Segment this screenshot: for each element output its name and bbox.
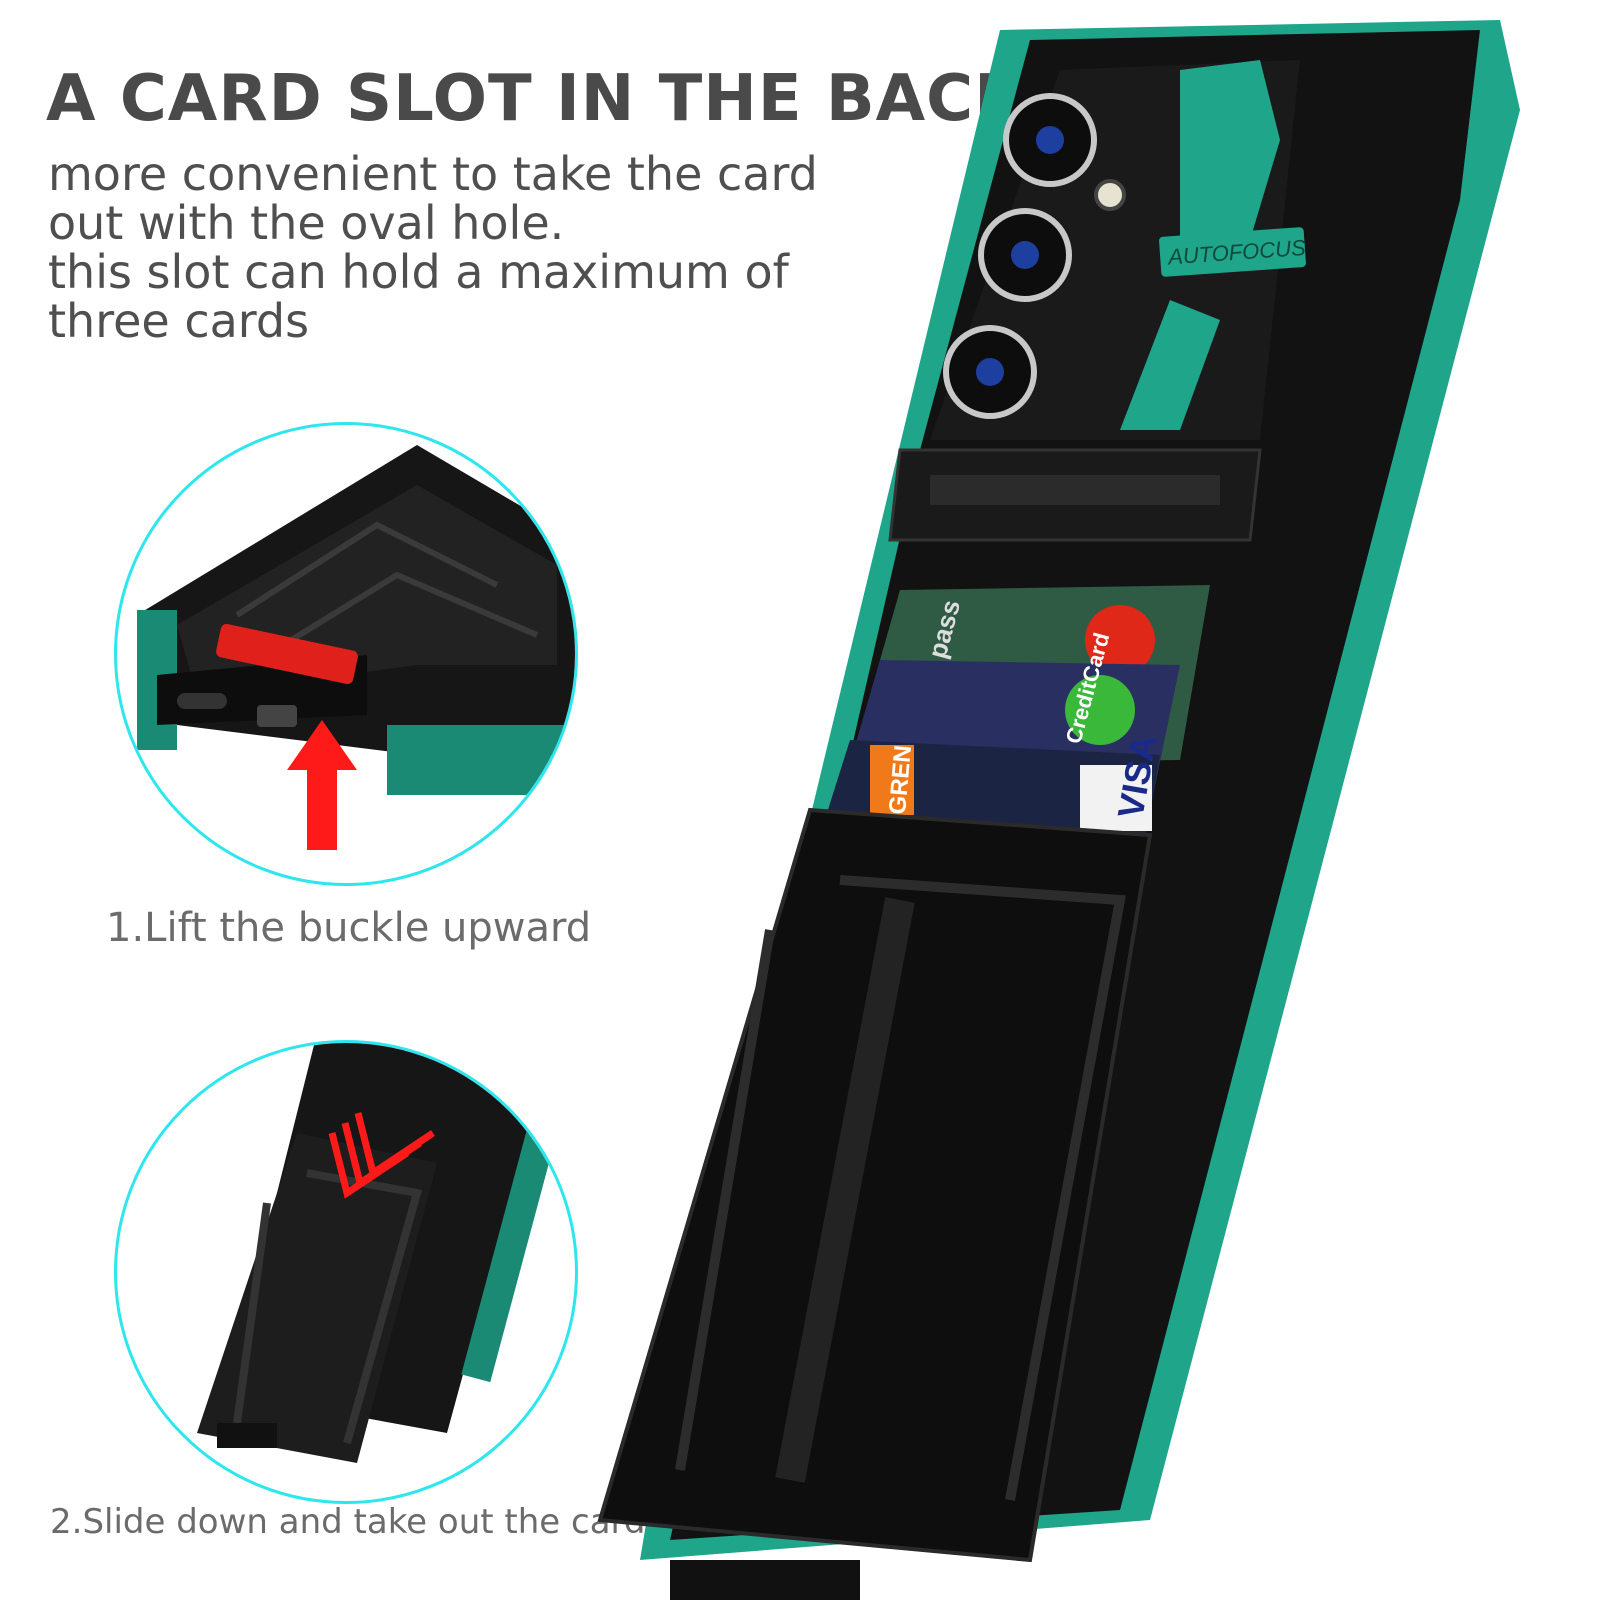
- step-1-caption: 1.Lift the buckle upward: [106, 905, 592, 951]
- chevron-down-icon: [328, 1112, 435, 1199]
- phone-case-product-image: AUTOFOCUS pass CreditCard GREN VISA: [597, 20, 1520, 1600]
- flash-icon: [1094, 179, 1126, 211]
- camera-module: AUTOFOCUS: [930, 60, 1307, 440]
- description-line: three cards: [48, 294, 310, 348]
- page-title: A CARD SLOT IN THE BACK: [46, 62, 1025, 136]
- description-line: this slot can hold a maximum of: [48, 245, 789, 299]
- description-line: more convenient to take the card: [48, 147, 818, 201]
- description-line: out with the oval hole.: [48, 196, 565, 250]
- buckle-lift-illustration: [137, 445, 575, 850]
- slide-down-illustration: [197, 1043, 563, 1463]
- detail-circle-slide-down: [114, 1040, 578, 1504]
- arrow-up-icon: [287, 720, 357, 850]
- feature-description: more convenient to take the card out wit…: [48, 150, 848, 346]
- card-holder-flap: [597, 807, 1153, 1563]
- card-text: GREN: [884, 744, 917, 815]
- credit-cards: pass CreditCard GREN VISA: [820, 585, 1210, 840]
- detail-circle-buckle-lift: [114, 422, 578, 886]
